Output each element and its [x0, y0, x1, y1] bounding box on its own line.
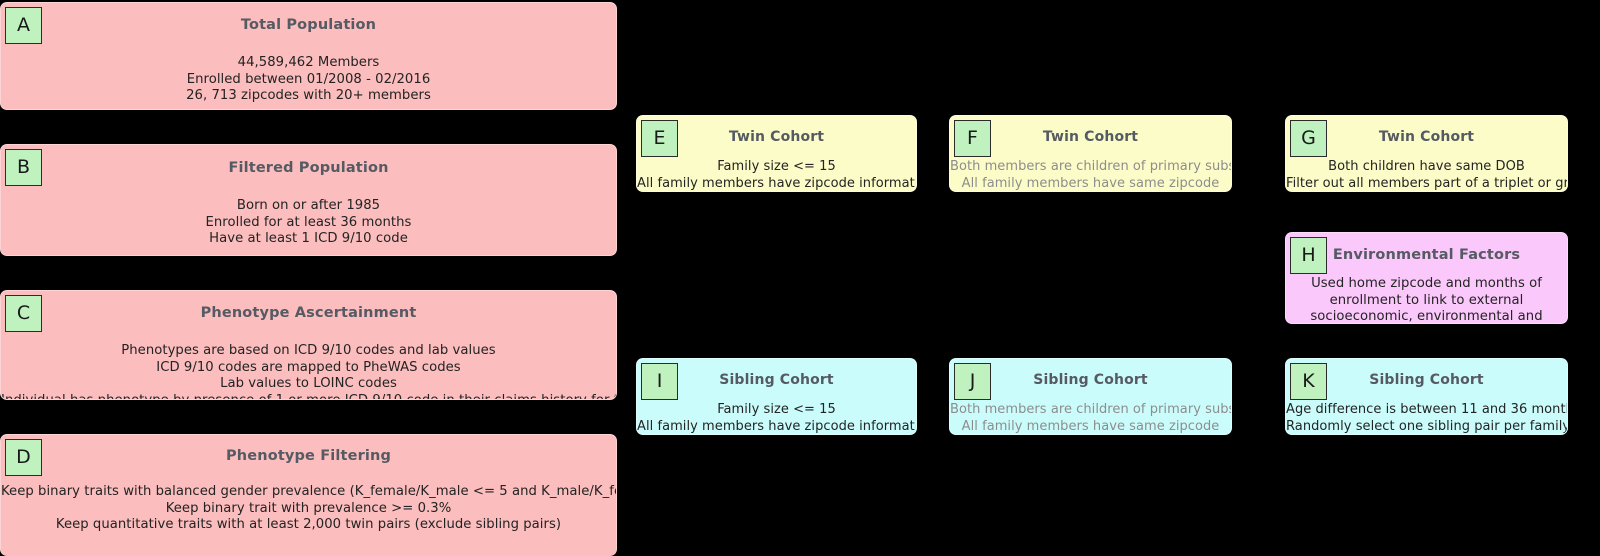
- box-body-k: Age difference is between 11 and 36 mont…: [1286, 402, 1568, 434]
- box-badge-d: D: [5, 439, 42, 476]
- box-phenotype-ascertainment[interactable]: C Phenotype Ascertainment Phenotypes are…: [0, 290, 617, 400]
- box-title-f: Twin Cohort: [1042, 129, 1139, 145]
- box-title-c: Phenotype Ascertainment: [200, 305, 417, 321]
- box-body-line: All family members have zipcode informat…: [637, 418, 917, 434]
- box-phenotype-filtering[interactable]: D Phenotype Filtering Keep binary traits…: [0, 434, 617, 556]
- box-body-c: Phenotypes are based on ICD 9/10 codes a…: [1, 343, 616, 399]
- box-body-line: 44,589,462 Members: [237, 55, 380, 70]
- box-body-h: Used home zipcode and months of enrollme…: [1286, 276, 1567, 324]
- box-body-line: Randomly select one sibling pair per fam…: [1286, 418, 1568, 434]
- box-body-line: 26, 713 zipcodes with 20+ members: [186, 88, 431, 104]
- box-badge-g: G: [1290, 120, 1327, 157]
- box-filtered-population[interactable]: B Filtered Population Born on or after 1…: [0, 144, 617, 256]
- box-body-line: Keep binary trait with prevalence >= 0.3…: [165, 500, 452, 516]
- box-body-line: All family members have same zipcode: [961, 418, 1220, 434]
- box-body-line: Born on or after 1985: [236, 198, 381, 213]
- box-body-line: All family members have same zipcode: [961, 175, 1220, 191]
- box-badge-f: F: [954, 120, 991, 157]
- box-body-d: Keep binary traits with balanced gender …: [1, 484, 616, 534]
- box-body-line: ICD 9/10 codes are mapped to PheWAS code…: [156, 359, 461, 375]
- box-badge-b: B: [5, 149, 42, 186]
- box-body-line: Both members are children of primary sub…: [950, 159, 1231, 174]
- box-body-line: Keep binary traits with balanced gender …: [1, 484, 616, 499]
- box-body-line: Enrolled between 01/2008 - 02/2016: [186, 71, 431, 87]
- box-title-h: Environmental Factors: [1332, 247, 1521, 263]
- box-badge-a: A: [5, 7, 42, 44]
- box-body-line: Both members are children of primary sub…: [950, 402, 1231, 417]
- box-body-j: Both members are children of primary sub…: [950, 402, 1231, 434]
- box-body-line: Age difference is between 11 and 36 mont…: [1286, 402, 1568, 417]
- box-sibling-cohort-j[interactable]: J Sibling Cohort Both members are childr…: [949, 358, 1232, 435]
- box-body-line: Enrolled for at least 36 months: [205, 214, 412, 230]
- box-body-line: Both children have same DOB: [1328, 159, 1525, 174]
- box-title-j: Sibling Cohort: [1033, 372, 1148, 388]
- box-title-k: Sibling Cohort: [1369, 372, 1484, 388]
- box-body-line: Filter out all members part of a triplet…: [1286, 175, 1567, 191]
- box-body-line: Lab values to LOINC codes: [220, 376, 397, 392]
- box-title-i: Sibling Cohort: [719, 372, 834, 388]
- box-badge-k: K: [1290, 363, 1327, 400]
- box-body-f: Both members are children of primary sub…: [950, 159, 1231, 191]
- box-badge-i: I: [641, 363, 678, 400]
- box-environmental-factors[interactable]: H Environmental Factors Used home zipcod…: [1285, 232, 1568, 324]
- box-body-line: Keep quantitative traits with at least 2…: [55, 517, 562, 533]
- box-title-g: Twin Cohort: [1378, 129, 1475, 145]
- box-twin-cohort-g[interactable]: G Twin Cohort Both children have same DO…: [1285, 115, 1568, 192]
- box-body-line: All family members have zipcode informat…: [637, 175, 917, 191]
- box-body-line: Phenotypes are based on ICD 9/10 codes a…: [121, 343, 496, 358]
- box-sibling-cohort-k[interactable]: K Sibling Cohort Age difference is betwe…: [1285, 358, 1568, 435]
- box-body-line: Family size <= 15: [717, 402, 836, 417]
- box-title-e: Twin Cohort: [728, 129, 825, 145]
- box-body-line: Have at least 1 ICD 9/10 code: [209, 231, 408, 247]
- box-title-a: Total Population: [240, 17, 377, 33]
- box-badge-h: H: [1290, 237, 1327, 274]
- box-twin-cohort-f[interactable]: F Twin Cohort Both members are children …: [949, 115, 1232, 192]
- box-title-b: Filtered Population: [228, 160, 389, 176]
- box-badge-j: J: [954, 363, 991, 400]
- box-badge-c: C: [5, 295, 42, 332]
- box-body-line: Individual has phenotype by presence of …: [1, 393, 616, 399]
- box-body-line: Used home zipcode and months of enrollme…: [1310, 276, 1543, 324]
- box-title-d: Phenotype Filtering: [226, 448, 391, 464]
- box-badge-e: E: [641, 120, 678, 157]
- box-body-line: Family size <= 15: [717, 159, 836, 174]
